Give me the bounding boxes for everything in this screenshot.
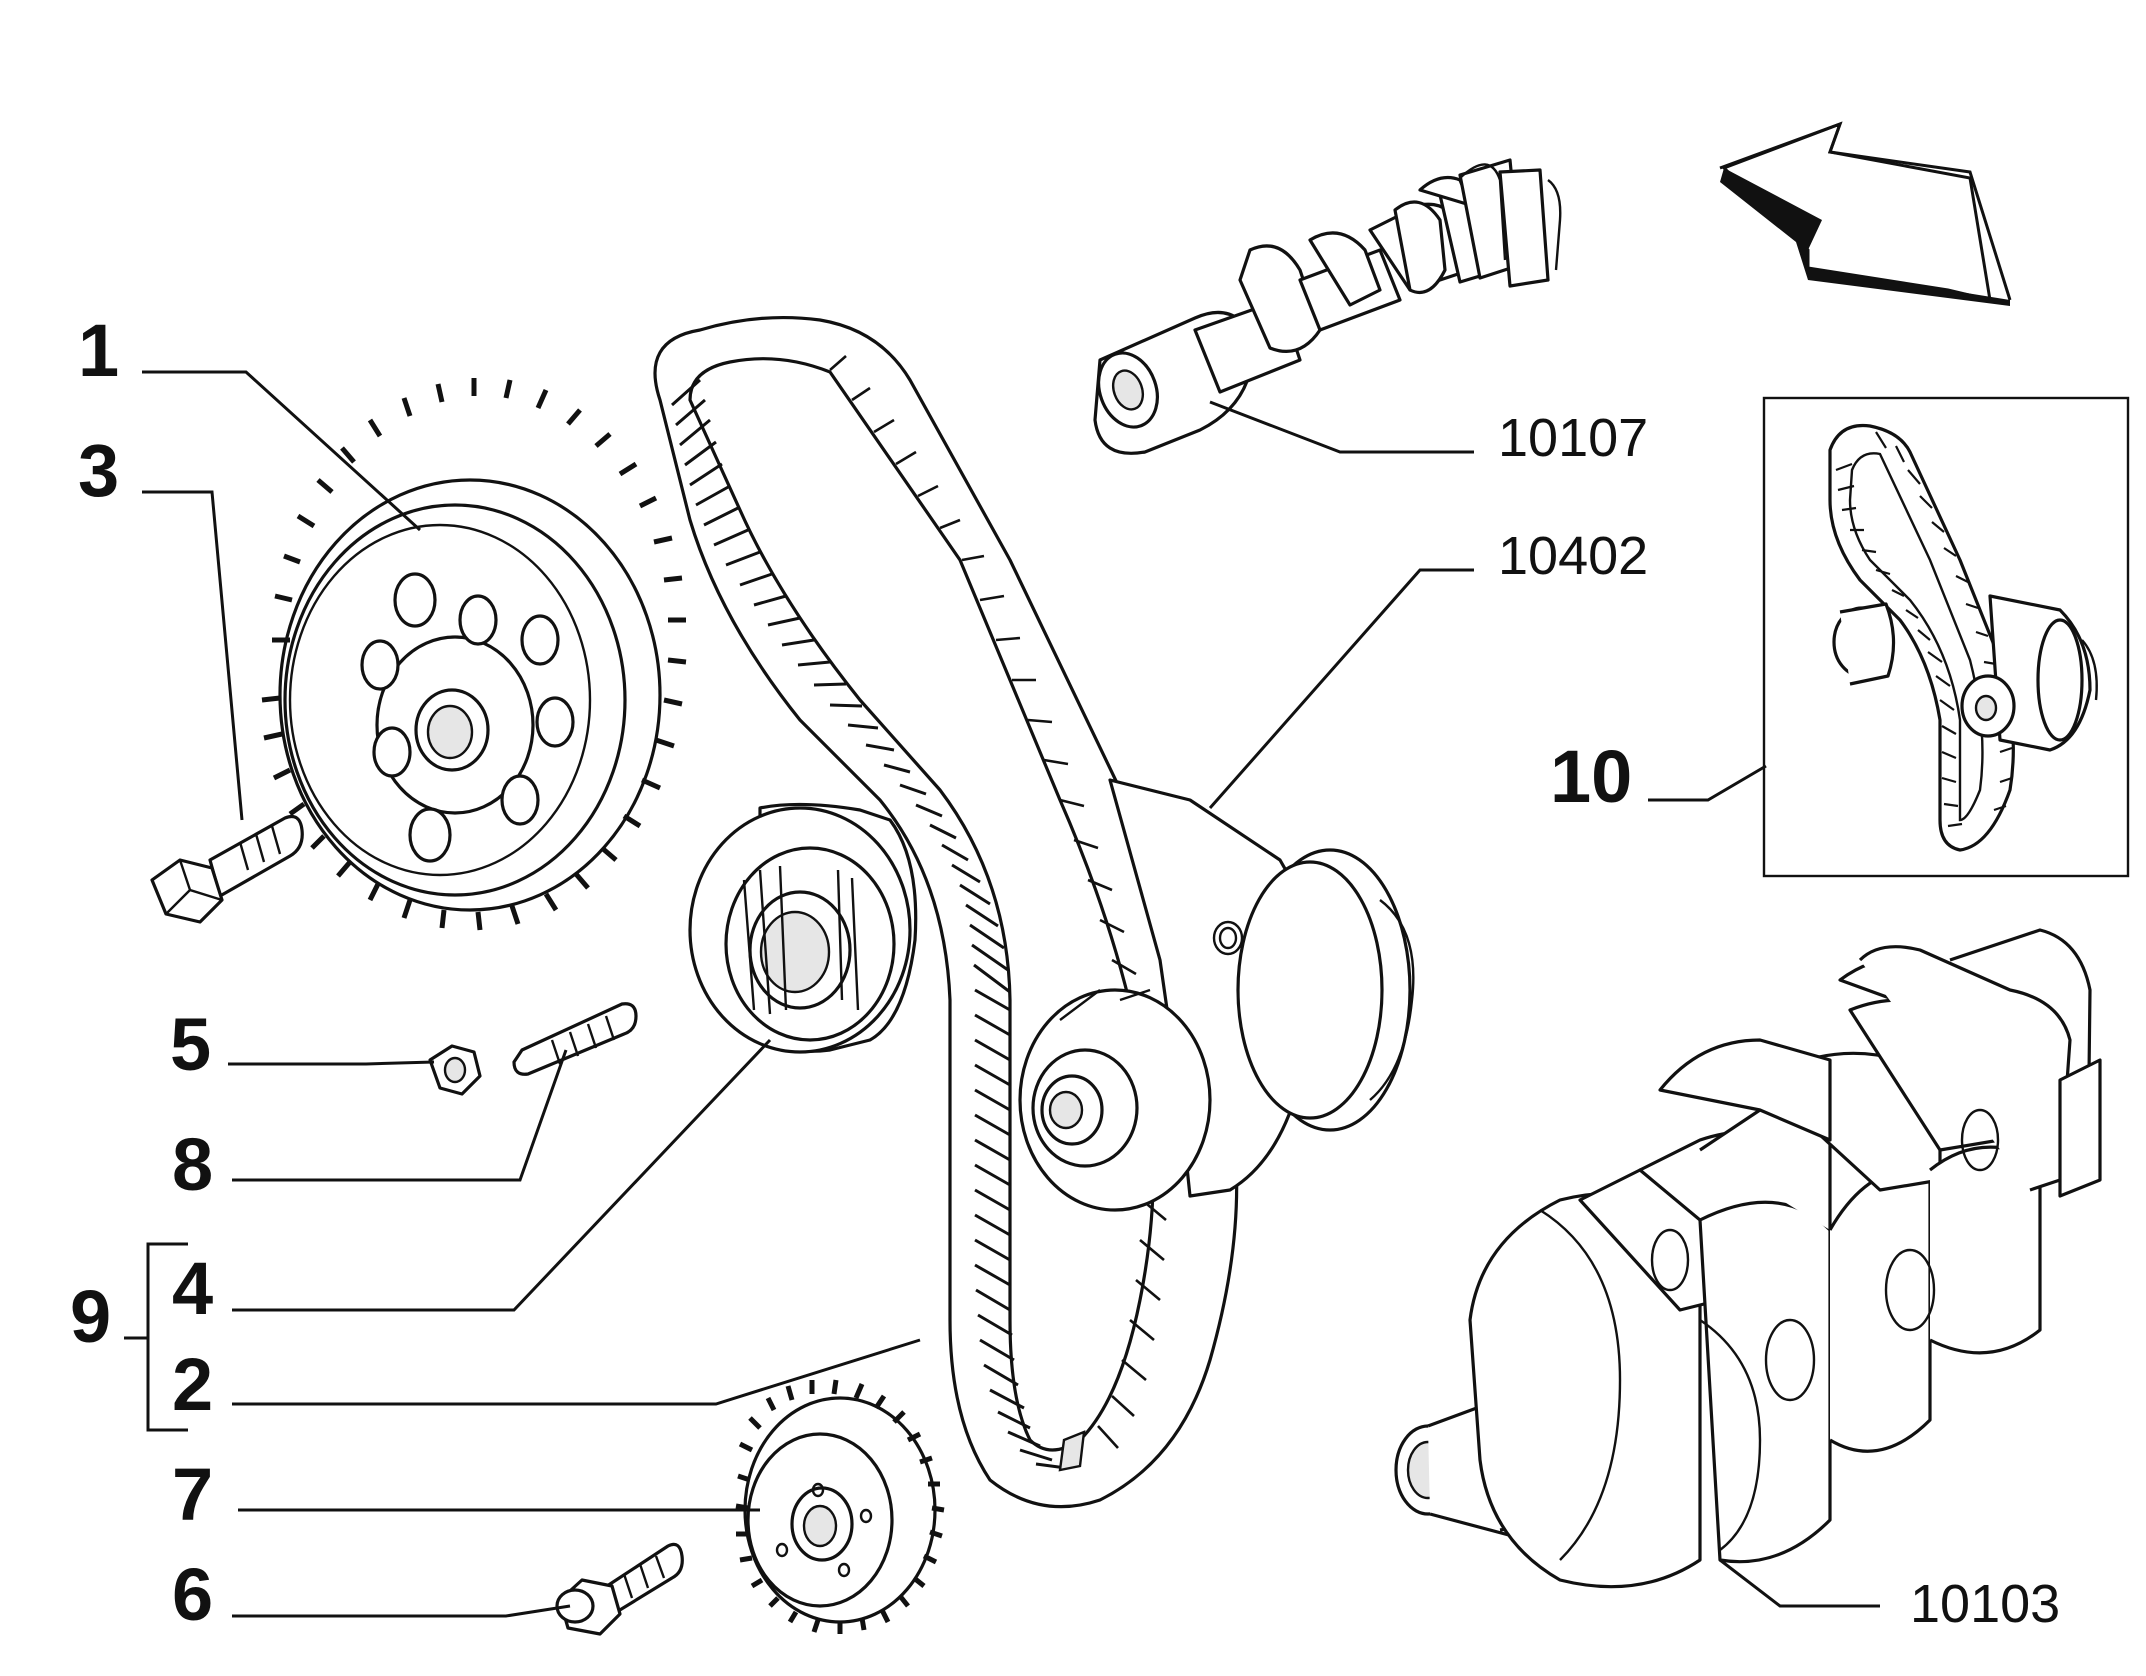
ref-camshaft: 10107 xyxy=(1498,408,1648,468)
callout-7: 7 xyxy=(172,1453,213,1536)
callout-4: 4 xyxy=(172,1247,213,1330)
callout-10: 10 xyxy=(1550,735,1632,818)
ref-cover: 10402 xyxy=(1498,526,1648,586)
crankshaft-gear xyxy=(735,1379,945,1634)
nut xyxy=(428,1044,482,1096)
callout-6: 6 xyxy=(172,1553,213,1636)
callout-1: 1 xyxy=(78,309,119,392)
camshaft xyxy=(1093,158,1562,455)
ref-crankshaft: 10103 xyxy=(1910,1574,2060,1634)
leader-lines xyxy=(124,370,1880,1618)
callout-2: 2 xyxy=(172,1343,213,1426)
callout-3: 3 xyxy=(78,429,119,512)
crankshaft xyxy=(1394,928,2102,1589)
idler-pulley xyxy=(688,802,918,1054)
timing-belt xyxy=(653,315,1239,1509)
callout-8: 8 xyxy=(172,1123,213,1206)
stud xyxy=(512,1002,638,1076)
orientation-arrow-icon xyxy=(1719,121,2012,306)
gear-bolt xyxy=(150,814,304,924)
camshaft-gear xyxy=(261,378,687,931)
callout-labels: 1 3 5 8 9 4 2 7 6 10 10107 10402 10103 xyxy=(70,309,2060,1636)
callout-5: 5 xyxy=(170,1003,211,1086)
timing-kit-inset xyxy=(1762,396,2130,878)
cover-plate xyxy=(1108,778,1415,1198)
crankshaft-bolt xyxy=(555,1542,684,1636)
tensioner-pulley xyxy=(1018,988,1212,1212)
callout-9: 9 xyxy=(70,1275,111,1358)
